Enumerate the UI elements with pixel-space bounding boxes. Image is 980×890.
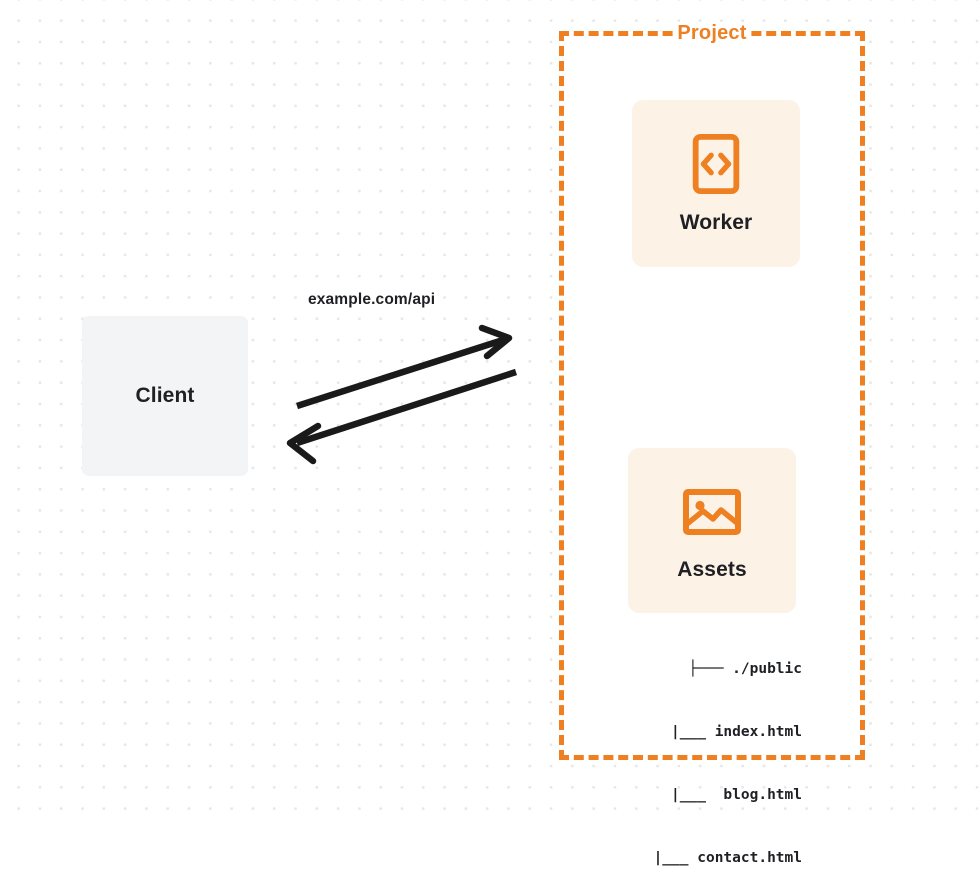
assets-card-label: Assets xyxy=(677,557,747,581)
file-tree-line: |___ blog.html xyxy=(644,787,802,803)
image-picture-icon xyxy=(683,488,741,535)
assets-file-tree: ├─── ./public |___ index.html |___ blog.… xyxy=(600,617,802,890)
worker-service-card[interactable]: Worker xyxy=(632,100,800,267)
worker-card-label: Worker xyxy=(679,210,753,234)
client-node[interactable]: Client xyxy=(82,316,248,476)
client-node-label: Client xyxy=(135,384,195,407)
file-tree-line: ├─── ./public xyxy=(688,661,803,677)
file-tree-line: |___ index.html xyxy=(644,724,802,740)
assets-service-card[interactable]: Assets xyxy=(628,448,796,613)
connection-url-label: example.com/api xyxy=(308,291,436,308)
file-tree-line: |___ contact.html xyxy=(627,850,802,866)
code-brackets-icon xyxy=(692,133,740,194)
